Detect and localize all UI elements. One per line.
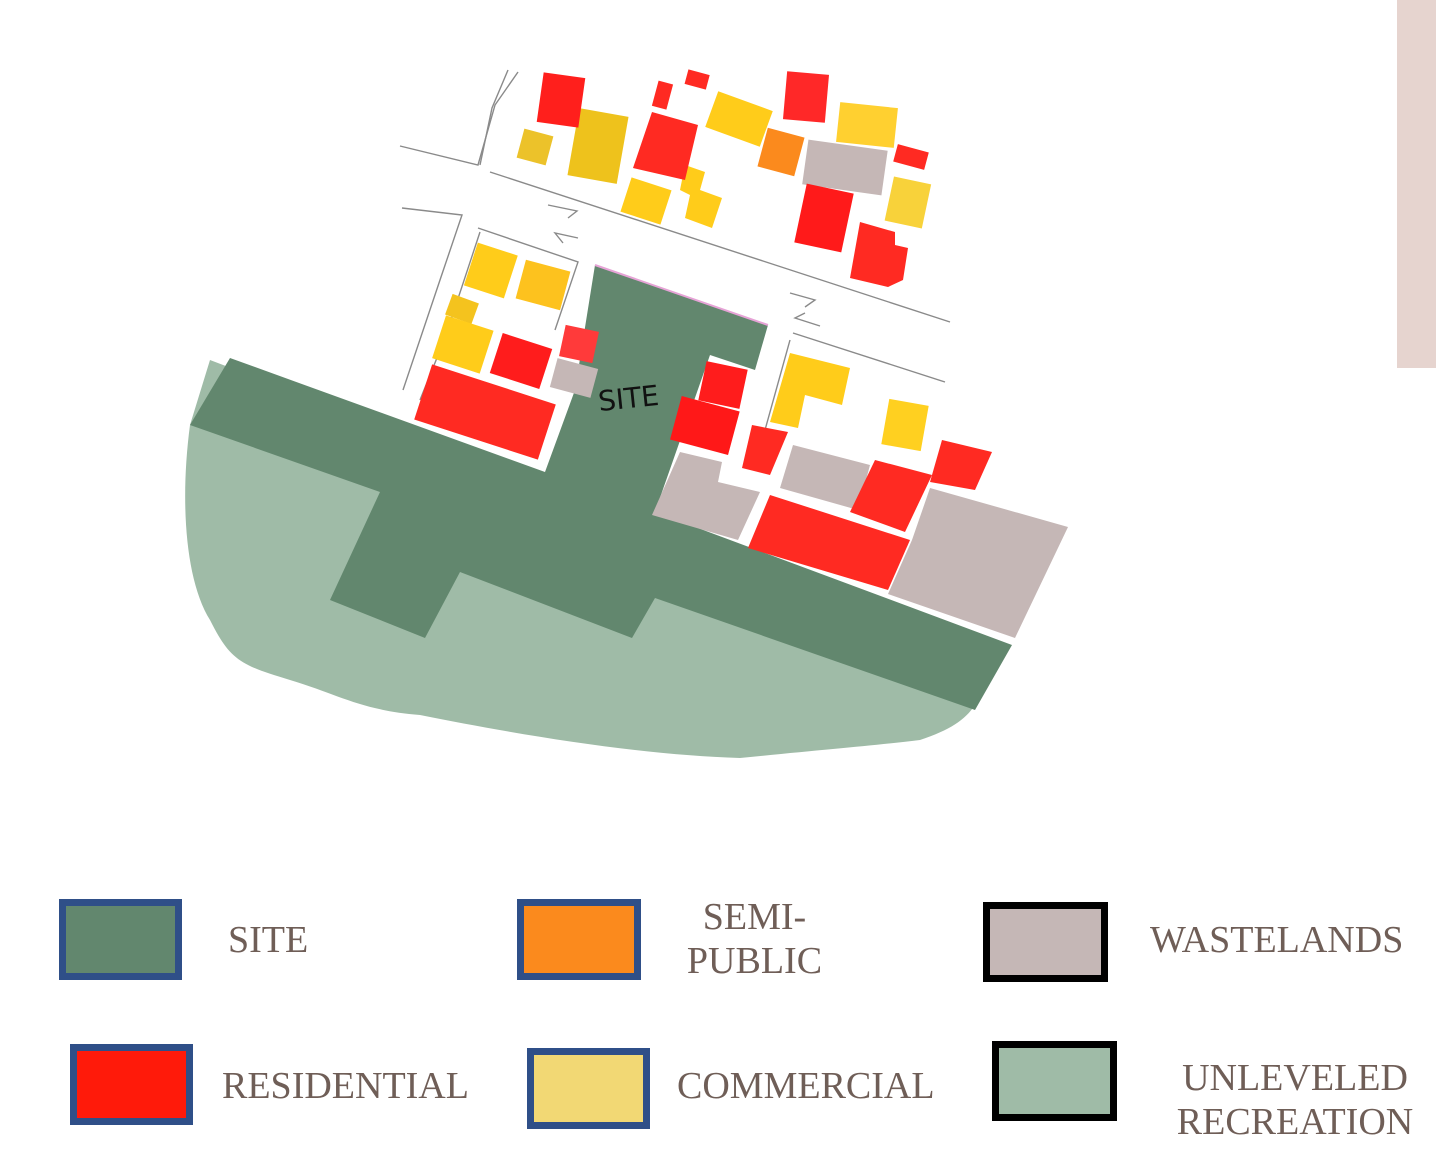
site-map-label: SITE [596,379,660,418]
legend-swatch-semi-public [517,899,641,980]
legend-label-wastelands: WASTELANDS [1150,919,1404,961]
legend-swatch-commercial [527,1048,650,1129]
legend-label-unleveled-recreation: UNLEVELED RECREATION [1176,1057,1414,1143]
side-accent-strip [1397,0,1436,368]
legend-swatch-residential [70,1044,193,1125]
land-use-map: SITE [185,69,1068,758]
legend-swatch-site [59,899,182,980]
road-lines [399,69,951,431]
commercial-buildings [432,91,932,452]
site-area [190,265,1012,710]
legend-swatch-unleveled-recreation [992,1041,1117,1121]
legend-label-commercial: COMMERCIAL [677,1065,935,1107]
wasteland-areas [549,139,1068,638]
legend-label-semi-public: SEMI- PUBLIC [686,896,823,982]
residential-buildings [414,69,992,590]
legend-swatch-wastelands [983,902,1108,982]
legend-label-residential: RESIDENTIAL [222,1065,469,1107]
legend-label-site: SITE [228,919,309,961]
site-top-edge [594,264,769,326]
semi-public-building [757,127,805,177]
